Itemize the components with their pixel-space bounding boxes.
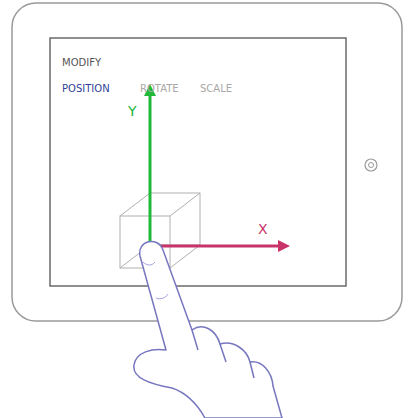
tablet-body — [12, 3, 402, 321]
hand-sketch — [134, 241, 282, 418]
axis-label: Y — [128, 104, 137, 118]
y-axis-arrow — [149, 90, 152, 246]
tab-inactive: ROTATE — [140, 84, 179, 94]
tab-active: POSITION — [62, 84, 110, 94]
menu-heading: MODIFY — [62, 58, 101, 68]
axis-label: X — [258, 222, 268, 236]
home-button — [365, 159, 377, 171]
x-axis-arrow — [150, 245, 284, 248]
tablet-screen — [50, 38, 346, 286]
tab-inactive: SCALE — [200, 84, 232, 94]
